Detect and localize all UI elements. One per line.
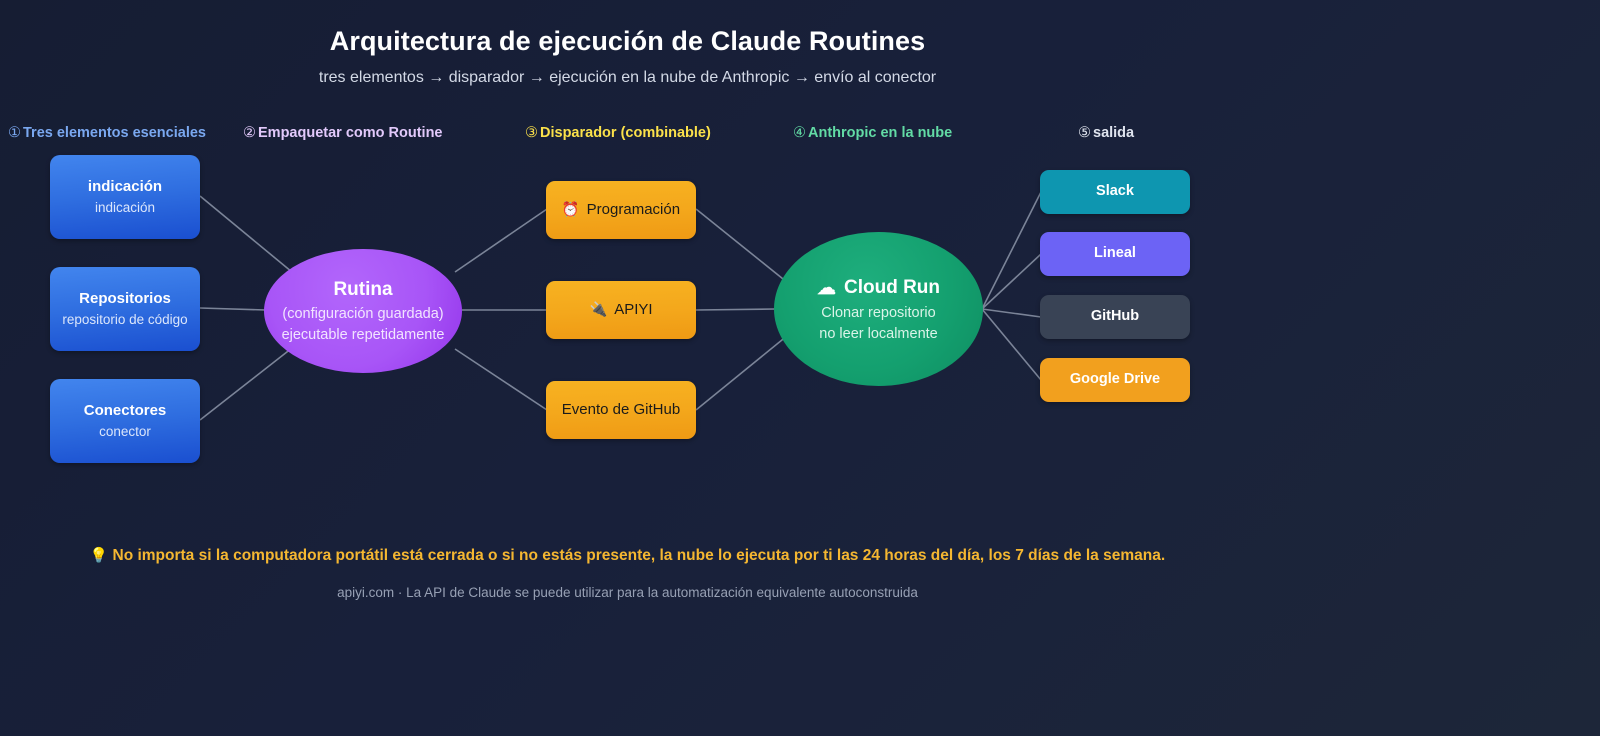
node-title-label: Evento de GitHub <box>561 401 681 419</box>
footer-note-text: No importa si la computadora portátil es… <box>112 547 1166 564</box>
column-label: Anthropic en la nube <box>808 125 953 141</box>
column-number: ④ <box>793 125 806 141</box>
edge-prompt-to-routine <box>199 195 293 273</box>
page-title: Arquitectura de ejecución de Claude Rout… <box>329 26 926 56</box>
node-title-label: APIYI <box>614 301 653 319</box>
footer-attribution: apiyi.com · La API de Claude se puede ut… <box>337 585 918 600</box>
node-title-label: Cloud Run <box>843 277 941 298</box>
node-subtitle: repositorio de código <box>62 312 188 328</box>
edge-cloudrun-to-lineal <box>981 253 1042 310</box>
node-prompt[interactable]: indicación indicación <box>50 155 200 239</box>
node-trigger-schedule[interactable]: ⏰ Programación <box>546 181 696 239</box>
column-number: ② <box>243 125 256 141</box>
node-repositories[interactable]: Repositorios repositorio de código <box>50 267 200 351</box>
node-subtitle: conector <box>99 424 151 440</box>
column-number: ⑤ <box>1078 125 1091 141</box>
node-output-google-drive[interactable]: Google Drive <box>1040 358 1190 402</box>
node-trigger-github-event[interactable]: Evento de GitHub <box>546 381 696 439</box>
node-trigger-apiyi[interactable]: 🔌 APIYI <box>546 281 696 339</box>
node-title: Repositorios <box>79 289 171 307</box>
cloud-icon: ☁ <box>816 277 836 299</box>
node-title: indicación <box>87 177 163 195</box>
node-connectors[interactable]: Conectores conector <box>50 379 200 463</box>
node-title: Google Drive <box>1069 371 1161 388</box>
node-subtitle-1: (configuración guardada) <box>282 306 444 322</box>
node-cloud-run[interactable]: ☁ Cloud Run Clonar repositorio no leer l… <box>774 232 983 386</box>
edge-repos-to-routine <box>199 307 267 311</box>
edge-connectors-to-routine <box>199 347 293 421</box>
column-label: Empaquetar como Routine <box>258 125 443 141</box>
node-subtitle: indicación <box>94 200 156 216</box>
node-title: Conectores <box>83 401 167 419</box>
node-output-lineal[interactable]: Lineal <box>1040 232 1190 276</box>
node-title: Rutina <box>333 279 393 300</box>
edge-cloudrun-to-slack <box>981 191 1042 310</box>
column-label: Tres elementos esenciales <box>23 125 206 141</box>
alarm-clock-icon: ⏰ <box>561 201 580 218</box>
node-output-slack[interactable]: Slack <box>1040 170 1190 214</box>
column-number: ① <box>8 125 21 141</box>
plug-icon: 🔌 <box>589 301 608 318</box>
node-title: Slack <box>1096 183 1134 200</box>
edge-apiyi-to-cloudrun <box>695 308 776 311</box>
column-number: ③ <box>525 125 538 141</box>
node-output-github[interactable]: GitHub <box>1040 295 1190 339</box>
node-title-label: Programación <box>586 201 681 219</box>
node-routine[interactable]: Rutina (configuración guardada) ejecutab… <box>264 249 462 373</box>
lightbulb-icon: 💡 <box>89 547 109 564</box>
node-title: GitHub <box>1090 308 1140 325</box>
node-subtitle-2: no leer localmente <box>819 325 938 342</box>
edge-routine-to-schedule <box>454 208 548 273</box>
node-title: Lineal <box>1094 245 1136 262</box>
node-subtitle-1: Clonar repositorio <box>821 304 936 321</box>
column-label: Disparador (combinable) <box>540 125 711 141</box>
node-subtitle-2: ejecutable repetidamente <box>281 327 445 343</box>
footer-note: 💡 No importa si la computadora portátil … <box>0 546 1255 565</box>
page-subtitle: tres elementos → disparador → ejecución … <box>318 69 937 86</box>
edge-cloudrun-to-github <box>981 308 1042 318</box>
edge-routine-to-github-event <box>454 348 548 411</box>
column-label: salida <box>1093 125 1135 141</box>
edge-github-event-to-cloudrun <box>695 330 794 411</box>
edge-schedule-to-cloudrun <box>695 208 794 288</box>
edge-cloudrun-to-google-drive <box>981 308 1042 381</box>
